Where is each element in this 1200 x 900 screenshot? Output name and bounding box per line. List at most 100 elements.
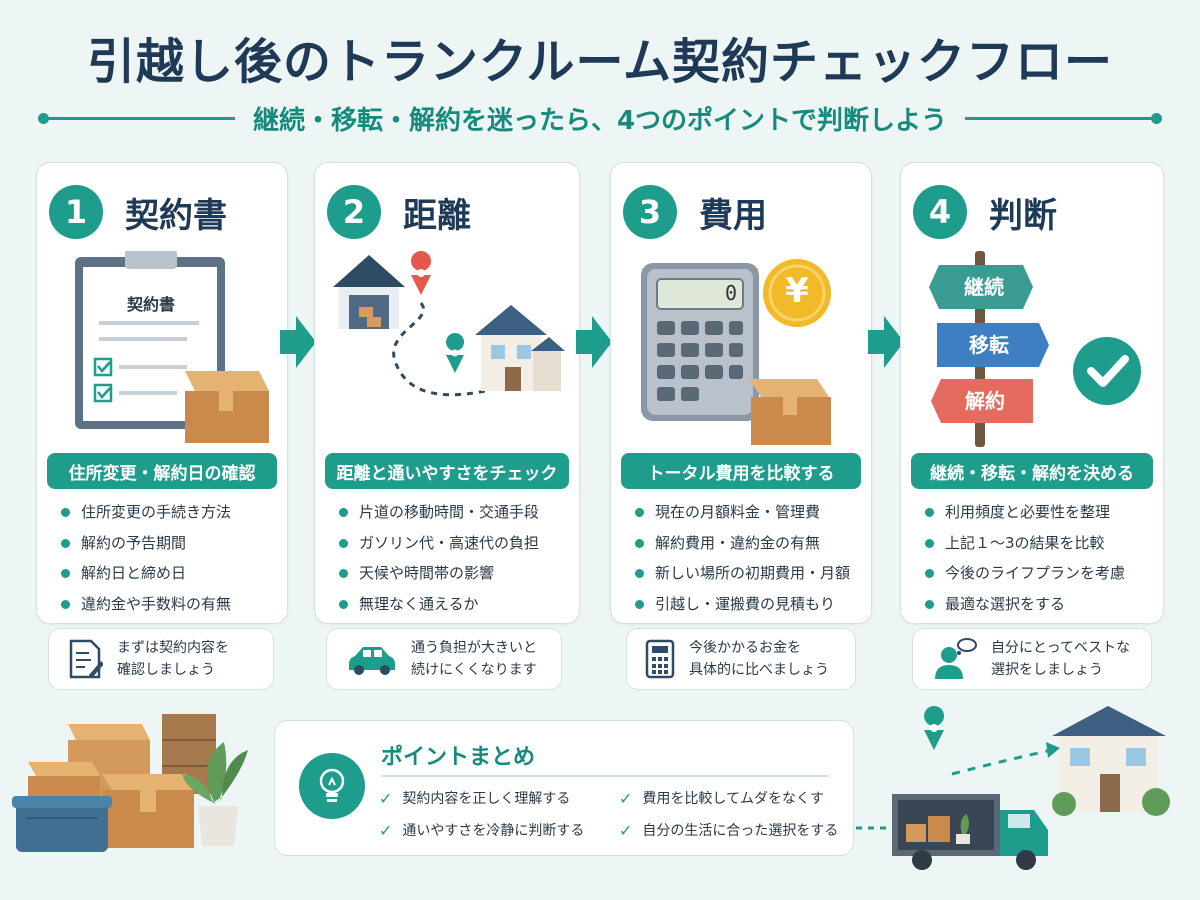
step-header: 3 費用 xyxy=(623,185,767,239)
step-banner: 住所変更・解約日の確認 xyxy=(47,453,277,489)
list-item: 引越し・運搬費の見積もり xyxy=(633,589,850,620)
summary-list: ✓ 契約内容を正しく理解する ✓ 費用を比較してムダをなくす ✓ 通いやすさを冷静に判… xyxy=(379,785,839,843)
step-card-contract: 1 契約書 契約書 住所変更・解約日の確認 住所変更の手続き方法 解約の予告期間… xyxy=(36,162,288,624)
step-banner: 継続・移転・解約を決める xyxy=(911,453,1153,489)
tip-note-distance: 通う負担が大きいと 続けにくくなります xyxy=(326,628,562,690)
check-icon: ✓ xyxy=(379,820,393,840)
tip-line: 通う負担が大きいと xyxy=(411,640,537,656)
step-number: 2 xyxy=(327,185,381,239)
tip-note-cost: 今後かかるお金を 具体的に比べましょう xyxy=(626,628,856,690)
calculator-icon xyxy=(645,639,675,679)
flow-arrow-icon xyxy=(576,316,612,368)
subtitle: 継続・移転・解約を迷ったら、4つのポイントで判断しよう xyxy=(252,105,948,136)
car-icon xyxy=(349,647,395,675)
summary-item-text: 費用を比較してムダをなくす xyxy=(642,791,824,807)
calculator-display-value: 0 xyxy=(724,281,737,305)
tip-line: 確認しましょう xyxy=(117,662,215,678)
summary-item-text: 契約内容を正しく理解する xyxy=(402,791,571,807)
step-bullet-list: 住所変更の手続き方法 解約の予告期間 解約日と締め日 違約金や手数料の有無 xyxy=(59,497,231,619)
step-title: 判断 xyxy=(989,195,1057,236)
list-item: 解約の予告期間 xyxy=(59,528,231,559)
step-banner: 距離と通いやすさをチェック xyxy=(325,453,569,489)
list-item: ガソリン代・高速代の負担 xyxy=(337,528,539,559)
warehouse-to-house-icon xyxy=(333,251,565,397)
list-item: 天候や時間帯の影響 xyxy=(337,558,539,589)
step-banner: トータル費用を比較する xyxy=(621,453,861,489)
tip-text: 通う負担が大きいと 続けにくくなります xyxy=(411,637,537,681)
check-icon: ✓ xyxy=(619,788,633,808)
sign-continue: 継続 xyxy=(964,275,1004,299)
step-card-cost: 3 費用 0 ¥ トータル費用を比較する 現在の月額料金・管理費 解約費用・違約… xyxy=(610,162,872,624)
list-item: 最適な選択をする xyxy=(923,589,1125,620)
moving-truck-house-icon xyxy=(856,706,1170,870)
signpost-icon xyxy=(929,251,1141,447)
document-pen-icon xyxy=(69,639,103,679)
step-title: 費用 xyxy=(699,195,767,236)
list-item: 解約日と締め日 xyxy=(59,558,231,589)
step-number: 1 xyxy=(49,185,103,239)
tip-line: まずは契約内容を xyxy=(117,640,229,656)
summary-item-text: 自分の生活に合った選択をする xyxy=(642,823,839,839)
step-card-decision: 4 判断 継続 移転 解約 継続・移転・解約を決める 利用頻度と必要性を整理 上… xyxy=(900,162,1164,624)
step-header: 2 距離 xyxy=(327,185,471,239)
list-item: 住所変更の手続き方法 xyxy=(59,497,231,528)
tip-line: 今後かかるお金を xyxy=(689,640,801,656)
calculator-with-yen-coin-icon xyxy=(641,259,831,445)
list-item: 違約金や手数料の有無 xyxy=(59,589,231,620)
list-item: 新しい場所の初期費用・月額 xyxy=(633,558,850,589)
flow-arrow-icon xyxy=(868,316,904,368)
list-item: ✓ 通いやすさを冷静に判断する xyxy=(379,817,619,843)
tip-text: まずは契約内容を 確認しましょう xyxy=(117,637,229,681)
page-title: 引越し後のトランクルーム契約チェックフロー xyxy=(86,34,1114,90)
clipboard-doc-label: 契約書 xyxy=(126,295,175,314)
thinking-person-icon xyxy=(935,638,977,679)
step-title: 距離 xyxy=(403,195,471,236)
list-item: ✓ 費用を比較してムダをなくす xyxy=(619,785,839,811)
tip-line: 選択をしましょう xyxy=(991,662,1103,678)
step-title: 契約書 xyxy=(125,195,227,236)
list-item: 今後のライフプランを考慮 xyxy=(923,558,1125,589)
step-header: 4 判断 xyxy=(913,185,1057,239)
tip-text: 今後かかるお金を 具体的に比べましょう xyxy=(689,637,829,681)
moving-boxes-icon xyxy=(12,714,248,852)
check-icon: ✓ xyxy=(379,788,393,808)
step-bullet-list: 利用頻度と必要性を整理 上記１～3の結果を比較 今後のライフプランを考慮 最適な… xyxy=(923,497,1125,619)
step-bullet-list: 現在の月額料金・管理費 解約費用・違約金の有無 新しい場所の初期費用・月額 引越… xyxy=(633,497,850,619)
list-item: 現在の月額料金・管理費 xyxy=(633,497,850,528)
distance-illustration xyxy=(325,251,571,441)
subtitle-row: 継続・移転・解約を迷ったら、4つのポイントで判断しよう xyxy=(38,100,1162,136)
summary-panel: ポイントまとめ ✓ 契約内容を正しく理解する ✓ 費用を比較してムダをなくす ✓ 通い… xyxy=(274,720,854,856)
list-item: 解約費用・違約金の有無 xyxy=(633,528,850,559)
flow-arrow-icon xyxy=(280,316,316,368)
clipboard-icon xyxy=(75,249,269,443)
yen-symbol: ¥ xyxy=(785,271,809,311)
step-number: 4 xyxy=(913,185,967,239)
signpost-illustration: 継続 移転 解約 xyxy=(911,251,1155,451)
tip-line: 自分にとってベストな xyxy=(991,640,1131,656)
tip-text: 自分にとってベストな 選択をしましょう xyxy=(991,637,1130,681)
tip-line: 続けにくくなります xyxy=(411,662,537,678)
sign-cancel: 解約 xyxy=(965,389,1005,413)
clipboard-illustration: 契約書 xyxy=(47,249,279,451)
list-item: 無理なく通えるか xyxy=(337,589,539,620)
step-bullet-list: 片道の移動時間・交通手段 ガソリン代・高速代の負担 天候や時間帯の影響 無理なく… xyxy=(337,497,539,619)
summary-title: ポイントまとめ xyxy=(381,745,536,770)
summary-item-text: 通いやすさを冷静に判断する xyxy=(402,823,585,839)
list-item: 利用頻度と必要性を整理 xyxy=(923,497,1125,528)
cost-illustration: 0 ¥ xyxy=(621,251,863,451)
lightbulb-icon xyxy=(299,753,365,819)
tip-note-contract: まずは契約内容を 確認しましょう xyxy=(48,628,274,690)
step-number: 3 xyxy=(623,185,677,239)
step-card-distance: 2 距離 距離と通いやすさをチェック 片道の移動時間・交通手段 xyxy=(314,162,580,624)
subtitle-divider-right xyxy=(965,112,1162,124)
list-item: ✓ 自分の生活に合った選択をする xyxy=(619,817,839,843)
step-header: 1 契約書 xyxy=(49,185,227,239)
list-item: 上記１～3の結果を比較 xyxy=(923,528,1125,559)
tip-note-decision: 自分にとってベストな 選択をしましょう xyxy=(912,628,1152,690)
tip-line: 具体的に比べましょう xyxy=(689,662,829,678)
sign-relocate: 移転 xyxy=(969,333,1009,357)
check-icon: ✓ xyxy=(619,820,633,840)
summary-divider xyxy=(381,775,829,777)
subtitle-divider-left xyxy=(38,112,235,124)
list-item: 片道の移動時間・交通手段 xyxy=(337,497,539,528)
